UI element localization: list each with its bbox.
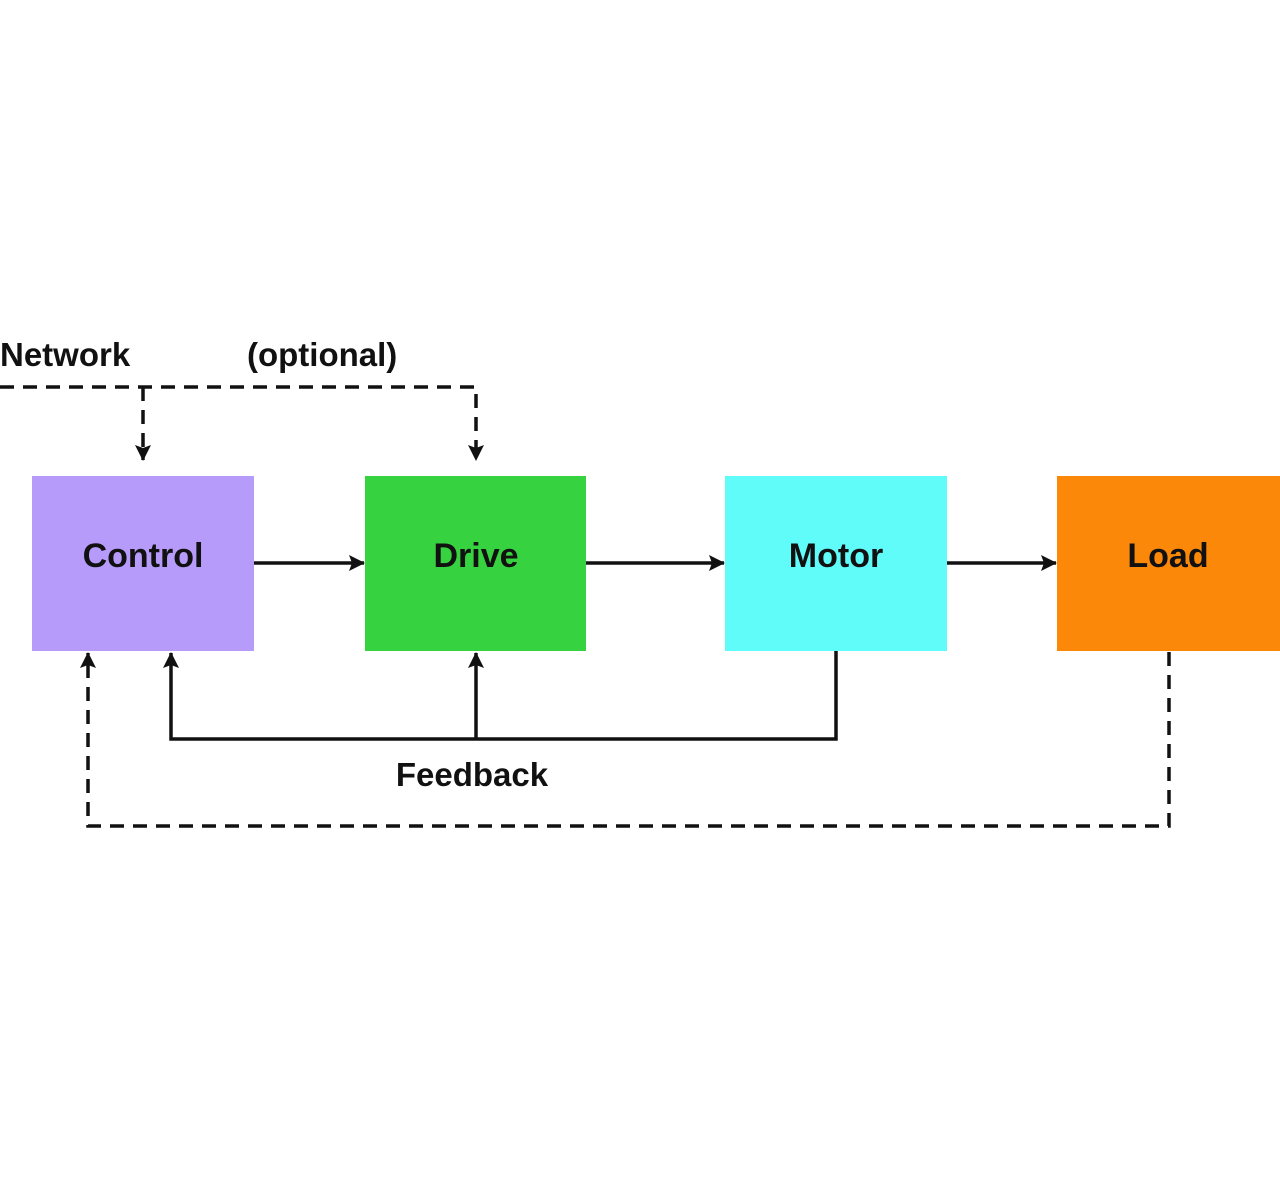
feedback-lines: [163, 651, 838, 741]
load-label: Load: [1127, 537, 1208, 575]
block-drive[interactable]: Drive: [365, 476, 586, 651]
feedback-label: Feedback: [396, 756, 549, 793]
load-box[interactable]: [1057, 476, 1280, 651]
network-label: Network: [0, 336, 131, 373]
network-bus: [0, 385, 484, 461]
motor-box[interactable]: [725, 476, 947, 651]
drive-label: Drive: [433, 537, 518, 575]
block-load[interactable]: Load: [1057, 476, 1280, 651]
block-motor[interactable]: Motor: [725, 476, 947, 651]
feedback-to-control: [163, 651, 838, 741]
network-line-to-drive: [0, 385, 484, 461]
load-feedback-to-control: [80, 652, 1171, 828]
optional-label: (optional): [247, 336, 397, 373]
motor-label: Motor: [789, 537, 883, 575]
control-box[interactable]: [32, 476, 254, 651]
block-control[interactable]: Control: [32, 476, 254, 651]
drive-box[interactable]: [365, 476, 586, 651]
control-label: Control: [83, 537, 204, 575]
